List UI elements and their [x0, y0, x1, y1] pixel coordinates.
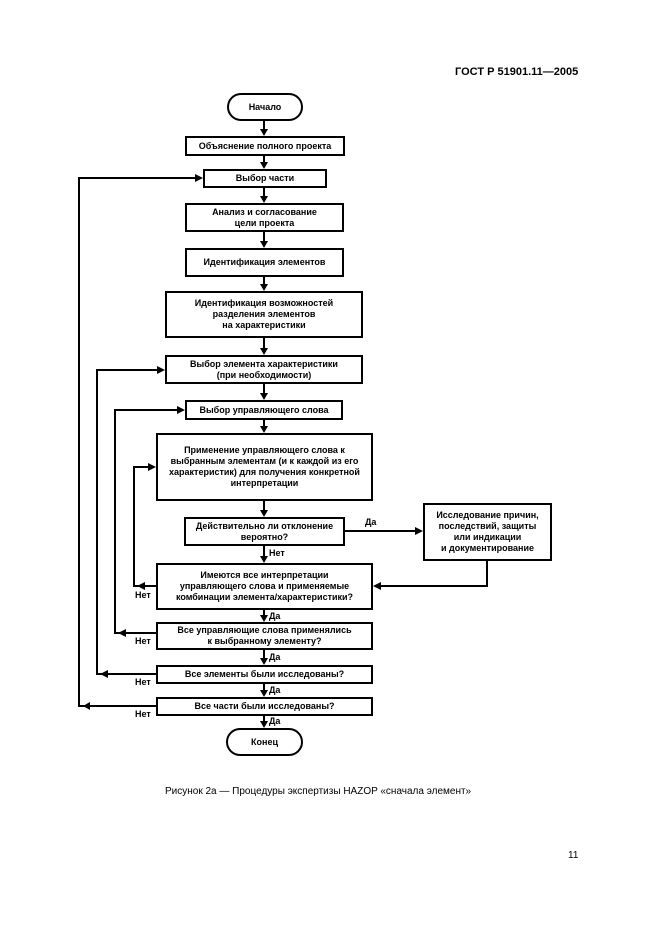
node-all-guide-words: Все управляющие слова применялись к выбр… — [156, 622, 373, 650]
node-start: Начало — [227, 93, 303, 121]
label-no-elements: Нет — [134, 677, 152, 687]
main-flow-connectors — [260, 121, 268, 728]
label-no-guide-words: Нет — [134, 636, 152, 646]
feedback-loop-interpretations — [133, 463, 156, 590]
node-deviation-probable: Действительно ли отклонение вероятно? — [184, 517, 345, 546]
label-yes-deviation: Да — [364, 517, 378, 527]
node-all-parts: Все части были исследованы? — [156, 697, 373, 716]
document-header: ГОСТ Р 51901.11—2005 — [455, 66, 579, 78]
yes-branch-connector — [345, 527, 488, 590]
node-select-element: Выбор элемента характеристики (при необх… — [165, 355, 363, 384]
label-yes-parts: Да — [268, 716, 282, 726]
label-yes-guide-words: Да — [268, 652, 282, 662]
label-no-interpretations: Нет — [134, 590, 152, 600]
node-all-elements: Все элементы были исследованы? — [156, 665, 373, 684]
label-no-parts: Нет — [134, 709, 152, 719]
node-explain-project: Объяснение полного проекта — [185, 136, 345, 156]
page-number: 11 — [568, 850, 579, 861]
label-yes-elements: Да — [268, 685, 282, 695]
feedback-loop-elements — [96, 366, 165, 678]
node-analyze-goals: Анализ и согласование цели проекта — [185, 203, 344, 232]
feedback-loop-guide-words — [114, 406, 185, 637]
figure-caption: Рисунок 2а — Процедуры экспертизы HAZOP … — [165, 786, 472, 797]
node-identify-elements: Идентификация элементов — [185, 248, 344, 277]
node-end: Конец — [226, 728, 303, 756]
node-apply-guide-word: Применение управляющего слова к выбранны… — [156, 433, 373, 501]
node-select-part: Выбор части — [203, 169, 327, 188]
label-no-deviation: Нет — [268, 548, 286, 558]
label-yes-interpretations: Да — [268, 611, 282, 621]
node-identify-possibilities: Идентификация возможностей разделения эл… — [165, 291, 363, 338]
node-select-guide-word: Выбор управляющего слова — [185, 400, 343, 420]
node-investigate: Исследование причин, последствий, защиты… — [423, 503, 552, 561]
feedback-loop-parts — [78, 174, 203, 710]
node-all-interpretations: Имеются все интерпретации управляющего с… — [156, 563, 373, 610]
